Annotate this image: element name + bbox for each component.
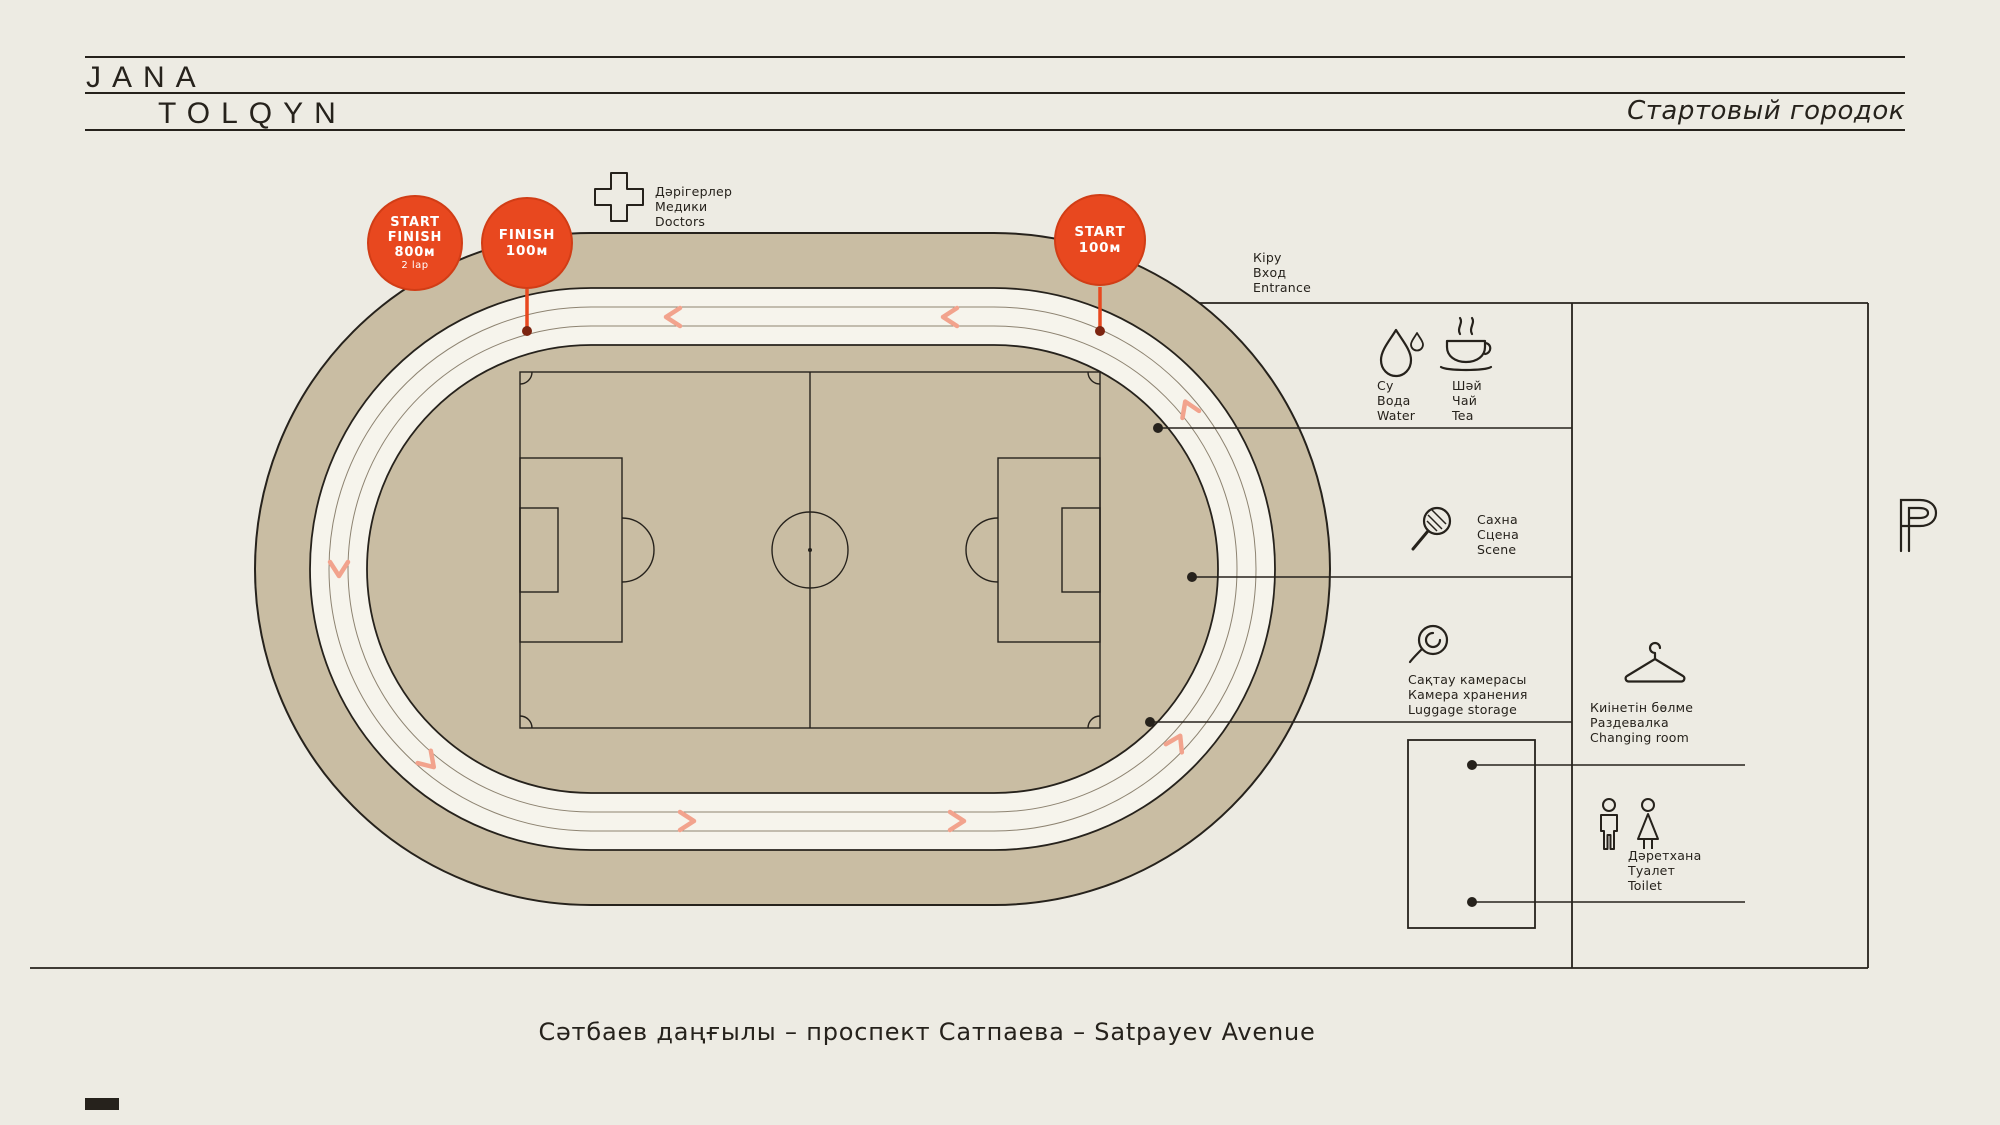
tea-cup-icon — [1439, 316, 1493, 372]
center-circle — [771, 511, 849, 589]
microphone-icon — [1411, 506, 1452, 551]
marker-line: FINISH — [498, 227, 556, 243]
water-label-line: Water — [1377, 408, 1416, 423]
start-line-dot — [1095, 326, 1105, 336]
water-label-line: Вода — [1377, 393, 1411, 408]
marker-subline: 2 lap — [401, 259, 429, 271]
tea-label-line: Tea — [1452, 408, 1474, 423]
parking-monogram — [1899, 498, 1938, 553]
direction-chevrons — [327, 305, 1202, 833]
medical-cross-icon — [594, 172, 644, 222]
changing-room-label-line: Changing room — [1590, 730, 1690, 745]
scene-label-line: Scene — [1477, 542, 1517, 557]
scene-label: Сахна Сцена Scene — [1477, 512, 1519, 557]
water-label: Су Вода Water — [1377, 378, 1415, 423]
entrance-label-line: Вход — [1253, 265, 1287, 280]
water-drop-icon — [1379, 328, 1424, 378]
scene-label-line: Сахна — [1477, 512, 1518, 527]
entrance-label: Кіру Вход Entrance — [1253, 250, 1311, 295]
changing-room-label: Киінетін бөлме Раздевалка Changing room — [1590, 700, 1693, 745]
track-direction-chevron — [947, 809, 967, 833]
luggage-label-line: Сақтау камерасы — [1408, 672, 1527, 687]
marker-finish-100m: FINISH 100м — [481, 197, 573, 289]
entrance-label-line: Entrance — [1253, 280, 1312, 295]
lane-separator-1 — [328, 306, 1257, 832]
corner-arcs — [519, 371, 1101, 729]
water-label-line: Су — [1377, 378, 1394, 393]
location-dots — [1145, 423, 1477, 907]
wc-male-head — [1602, 798, 1616, 812]
doctors-label-line: Doctors — [655, 214, 706, 229]
dot-luggage — [1145, 717, 1155, 727]
boundary-lines — [30, 302, 1869, 969]
track-direction-chevron — [663, 305, 683, 329]
track-direction-chevron — [327, 559, 351, 579]
marker-line: START — [1074, 224, 1126, 240]
luggage-label: Сақтау камерасы Камера хранения Luggage … — [1408, 672, 1528, 717]
header-rules — [85, 56, 1905, 131]
running-track — [254, 232, 1331, 906]
marker-line: 100м — [505, 243, 549, 259]
page-title: Стартовый городок — [1627, 96, 1905, 126]
toilet-label-line: Toilet — [1628, 878, 1663, 893]
track-direction-chevron — [677, 809, 697, 833]
penalty-arc-left — [621, 517, 655, 583]
tea-label-line: Шәй — [1452, 378, 1482, 393]
marker-start-100m: START 100м — [1054, 194, 1146, 286]
facilities-building — [1407, 739, 1536, 929]
start-finish-lines — [522, 287, 1105, 336]
storage-coil-icon — [1408, 624, 1449, 664]
street-name: Сәтбаев даңғылы – проспект Сатпаева – Sa… — [538, 1018, 1316, 1046]
tea-label: Шәй Чай Tea — [1452, 378, 1482, 423]
footer-mark — [85, 1098, 119, 1110]
marker-line: START — [390, 214, 440, 230]
wc-figures-icon — [1600, 798, 1659, 850]
marker-start-finish-800m: START FINISH 800м 2 lap — [367, 195, 463, 291]
hanger-icon — [1624, 641, 1686, 683]
doctors-label-line: Дәрігерлер — [655, 184, 733, 199]
wc-female-head — [1641, 798, 1655, 812]
track-direction-chevron — [415, 748, 437, 770]
track-direction-chevron — [940, 305, 960, 329]
doctors-label-line: Медики — [655, 199, 708, 214]
wc-female-body — [1637, 813, 1659, 840]
finish-line-dot — [522, 326, 532, 336]
doctors-label: Дәрігерлер Медики Doctors — [655, 184, 732, 229]
goal-area-right — [1061, 507, 1101, 593]
brand-logo-bottom: TOLQYN — [158, 97, 347, 130]
connectors — [1150, 427, 1745, 903]
entrance-label-line: Кіру — [1253, 250, 1282, 265]
track-infield — [366, 344, 1219, 794]
changing-room-label-line: Раздевалка — [1590, 715, 1669, 730]
scene-label-line: Сцена — [1477, 527, 1520, 542]
dot-water-station — [1153, 423, 1163, 433]
track-direction-chevron — [1180, 399, 1202, 421]
dot-toilet — [1467, 897, 1477, 907]
wc-male-body — [1600, 814, 1618, 850]
luggage-label-line: Luggage storage — [1408, 702, 1518, 717]
marker-line: 800м — [394, 244, 436, 260]
toilet-label-line: Туалет — [1628, 863, 1676, 878]
lane-separator-2 — [347, 325, 1238, 813]
toilet-label: Дәретхана Туалет Toilet — [1628, 848, 1702, 893]
marker-line: FINISH — [387, 229, 443, 245]
brand-logo-top: JANA — [86, 61, 207, 94]
dot-scene — [1187, 572, 1197, 582]
wc-female-legs — [1643, 839, 1653, 849]
toilet-label-line: Дәретхана — [1628, 848, 1702, 863]
penalty-arc-right — [965, 517, 999, 583]
marker-line: 100м — [1078, 240, 1122, 256]
goal-area-left — [519, 507, 559, 593]
dot-changing-room — [1467, 760, 1477, 770]
center-spot — [808, 548, 812, 552]
tea-label-line: Чай — [1452, 393, 1478, 408]
football-field — [519, 371, 1101, 729]
changing-room-label-line: Киінетін бөлме — [1590, 700, 1694, 715]
track-direction-chevron — [1163, 733, 1185, 755]
luggage-label-line: Камера хранения — [1408, 687, 1528, 702]
